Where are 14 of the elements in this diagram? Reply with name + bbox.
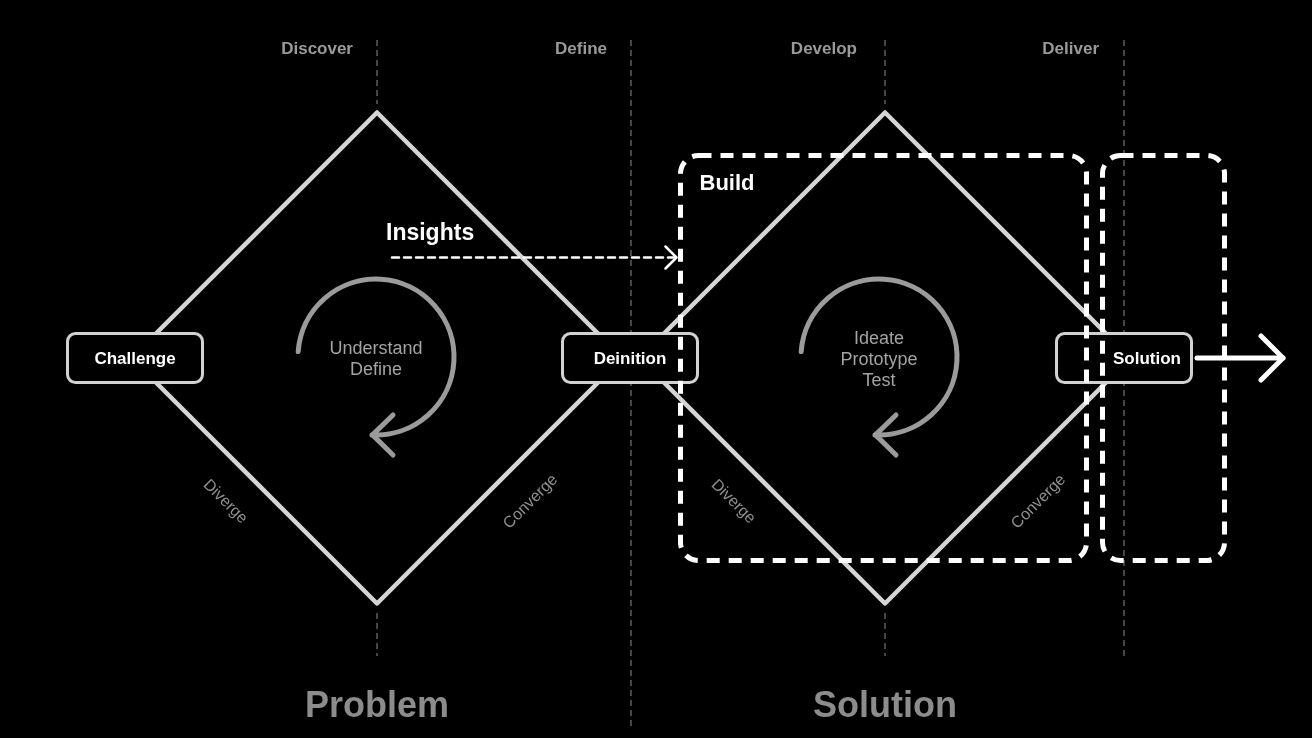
phase-label: Discover — [281, 39, 353, 59]
process-box: Challenge — [66, 332, 204, 384]
frame-title: Build — [699, 169, 755, 196]
section-title: Problem — [305, 684, 449, 726]
process-box: Solution — [1055, 332, 1193, 384]
arrow — [1194, 333, 1286, 383]
dashed-arrow — [390, 245, 678, 270]
process-box: Deinition — [561, 332, 699, 384]
section-title: Solution — [813, 684, 957, 726]
phase-label: Define — [555, 39, 607, 59]
dashed-frame — [677, 152, 1089, 563]
phase-label: Develop — [790, 39, 857, 59]
phase-label: Deliver — [1042, 39, 1099, 59]
dashed-frame — [1099, 152, 1227, 563]
